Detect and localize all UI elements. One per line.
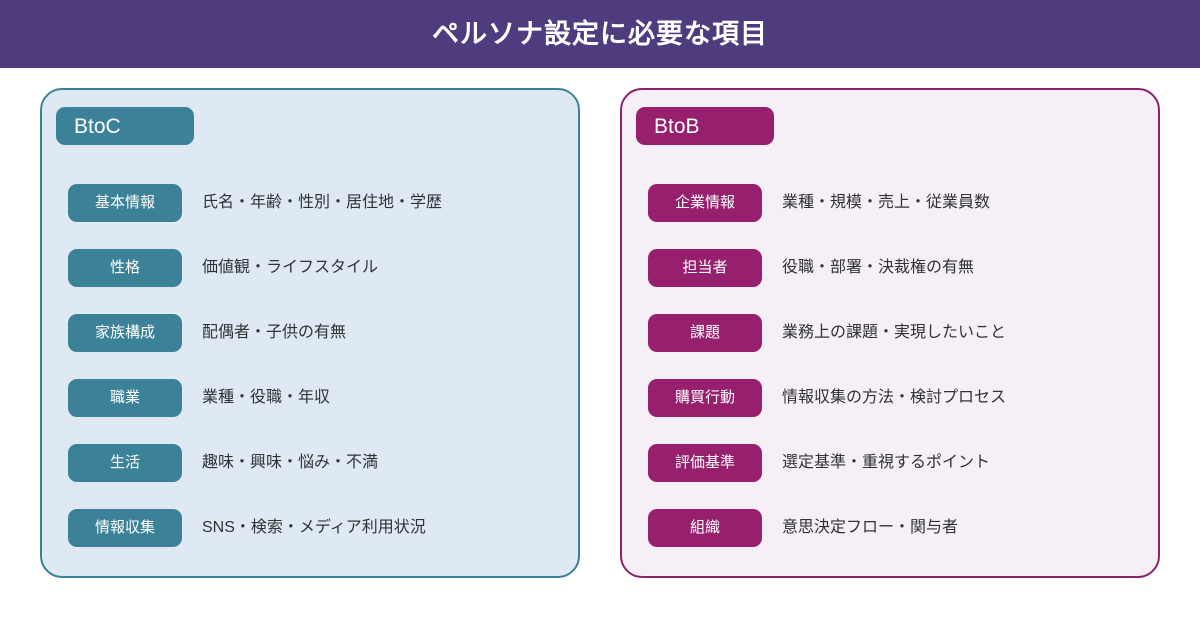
row-label-badge: 組織: [648, 508, 762, 547]
row-label-text: 基本情報: [94, 194, 155, 211]
header-bar: ペルソナ設定に必要な項目: [0, 0, 1200, 68]
list-item: 家族構成 配偶者・子供の有無: [42, 300, 578, 365]
card-btoc-title-label: BtoC: [74, 114, 121, 138]
row-label-text: 生活: [109, 454, 140, 471]
row-description: 価値観・ライフスタイル: [202, 258, 379, 276]
row-label-text: 家族構成: [94, 324, 155, 341]
row-label-text: 評価基準: [674, 454, 735, 471]
row-label-text: 性格: [109, 259, 140, 276]
card-btob-rows: 企業情報 業種・規模・売上・従業員数 担当者 役職・部署・決裁権の有無 課題 業…: [622, 170, 1158, 560]
row-label-text: 企業情報: [674, 194, 735, 211]
card-btoc-title-badge: BtoC: [56, 107, 194, 145]
row-label-badge: 評価基準: [648, 443, 762, 482]
row-label-text: 職業: [109, 389, 140, 406]
list-item: 評価基準 選定基準・重視するポイント: [622, 430, 1158, 495]
row-label-badge: 基本情報: [68, 183, 182, 222]
card-btob: BtoB 企業情報 業種・規模・売上・従業員数 担当者 役職・部署・決裁権の有無: [620, 88, 1160, 578]
row-description: 業務上の課題・実現したいこと: [782, 323, 1007, 341]
row-description: 役職・部署・決裁権の有無: [782, 258, 975, 276]
row-label-badge: 課題: [648, 313, 762, 352]
row-label-text: 購買行動: [674, 389, 735, 406]
row-description: 意思決定フロー・関与者: [782, 518, 959, 536]
row-description: 業種・役職・年収: [202, 388, 331, 406]
row-label-text: 情報収集: [94, 519, 155, 536]
card-btoc: BtoC 基本情報 氏名・年齢・性別・居住地・学歴 性格 価値観・ライフスタイル: [40, 88, 580, 578]
card-btob-title-label: BtoB: [654, 114, 700, 138]
row-description: 業種・規模・売上・従業員数: [782, 193, 991, 211]
row-description: 氏名・年齢・性別・居住地・学歴: [202, 193, 443, 211]
list-item: 職業 業種・役職・年収: [42, 365, 578, 430]
row-label-badge: 家族構成: [68, 313, 182, 352]
list-item: 購買行動 情報収集の方法・検討プロセス: [622, 365, 1158, 430]
row-description: 趣味・興味・悩み・不満: [202, 453, 379, 471]
row-description: 配偶者・子供の有無: [202, 323, 347, 341]
row-label-badge: 性格: [68, 248, 182, 287]
row-label-text: 課題: [689, 324, 720, 341]
list-item: 組織 意思決定フロー・関与者: [622, 495, 1158, 560]
card-btoc-rows: 基本情報 氏名・年齢・性別・居住地・学歴 性格 価値観・ライフスタイル 家族構成…: [42, 170, 578, 560]
list-item: 生活 趣味・興味・悩み・不満: [42, 430, 578, 495]
row-label-badge: 職業: [68, 378, 182, 417]
list-item: 企業情報 業種・規模・売上・従業員数: [622, 170, 1158, 235]
row-label-badge: 情報収集: [68, 508, 182, 547]
row-label-badge: 企業情報: [648, 183, 762, 222]
card-btob-title-badge: BtoB: [636, 107, 774, 145]
list-item: 情報収集 SNS・検索・メディア利用状況: [42, 495, 578, 560]
page-title: ペルソナ設定に必要な項目: [432, 18, 768, 49]
list-item: 課題 業務上の課題・実現したいこと: [622, 300, 1158, 365]
row-label-text: 組織: [689, 519, 720, 536]
row-description: 情報収集の方法・検討プロセス: [782, 388, 1007, 406]
row-description: 選定基準・重視するポイント: [782, 453, 991, 471]
row-label-badge: 担当者: [648, 248, 762, 287]
row-label-badge: 生活: [68, 443, 182, 482]
list-item: 基本情報 氏名・年齢・性別・居住地・学歴: [42, 170, 578, 235]
row-label-badge: 購買行動: [648, 378, 762, 417]
cards-container: BtoC 基本情報 氏名・年齢・性別・居住地・学歴 性格 価値観・ライフスタイル: [0, 68, 1200, 620]
row-label-text: 担当者: [682, 259, 728, 276]
list-item: 担当者 役職・部署・決裁権の有無: [622, 235, 1158, 300]
list-item: 性格 価値観・ライフスタイル: [42, 235, 578, 300]
row-description: SNS・検索・メディア利用状況: [202, 518, 426, 536]
